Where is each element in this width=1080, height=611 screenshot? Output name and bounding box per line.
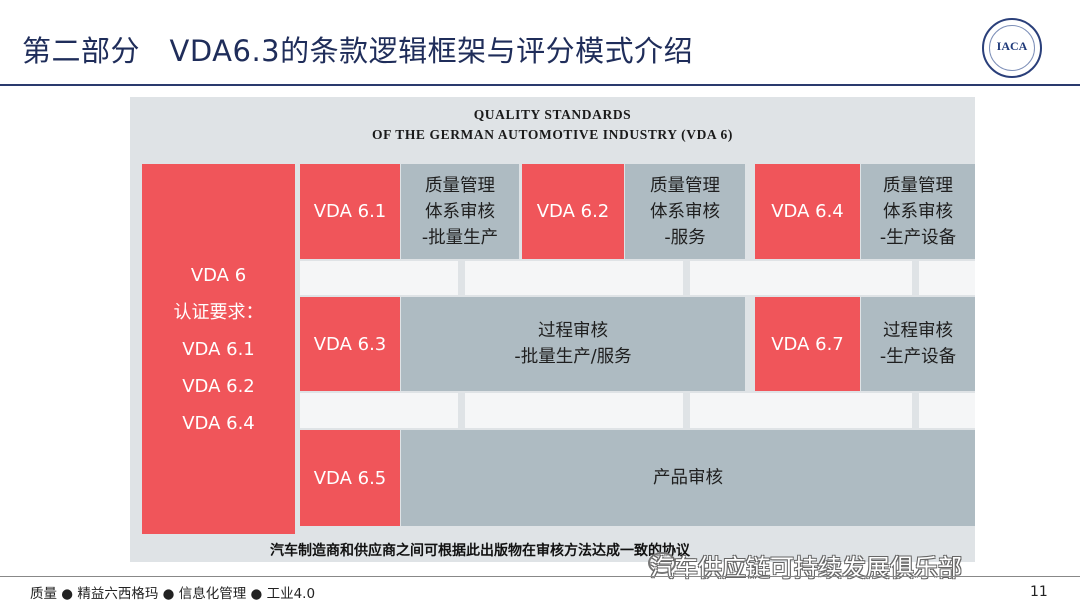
- vda61-code: VDA 6.1: [300, 164, 400, 259]
- desc-line: 体系审核: [425, 201, 495, 222]
- desc-line: -批量生产: [421, 227, 499, 248]
- desc-line: 质量管理: [650, 175, 720, 196]
- vda67-desc: 过程审核 -生产设备: [861, 297, 975, 391]
- diagram-title: QUALITY STANDARDS OF THE GERMAN AUTOMOTI…: [130, 105, 975, 145]
- diagram-note: 汽车制造商和供应商之间可根据此出版物在审核方法达成一致的协议: [270, 543, 690, 559]
- slide-title: 第二部分 VDA6.3的条款逻辑框架与评分模式介绍: [22, 34, 694, 68]
- left-block-line: VDA 6.2: [182, 375, 255, 397]
- header-divider: [0, 84, 1080, 86]
- connector-strip: [300, 393, 458, 428]
- desc-line: 体系审核: [883, 201, 953, 222]
- desc-line: 质量管理: [425, 175, 495, 196]
- wechat-icon: [648, 552, 676, 574]
- desc-line: -生产设备: [879, 227, 957, 248]
- left-block-line: VDA 6.1: [182, 338, 255, 360]
- vda65-code: VDA 6.5: [300, 430, 400, 526]
- vda63-desc: 过程审核 -批量生产/服务: [401, 297, 745, 391]
- desc-line: -批量生产/服务: [514, 347, 632, 367]
- connector-strip: [465, 261, 683, 295]
- footer-divider: [0, 576, 1080, 577]
- footer-text: 质量 ● 精益六西格玛 ● 信息化管理 ● 工业4.0: [30, 586, 316, 602]
- connector-strip: [919, 393, 975, 428]
- connector-strip: [300, 261, 458, 295]
- desc-line: -服务: [664, 227, 706, 248]
- desc-line: 体系审核: [650, 201, 720, 222]
- left-block-line: 认证要求：: [173, 301, 264, 323]
- desc-line: 质量管理: [883, 175, 953, 196]
- vda62-code: VDA 6.2: [522, 164, 624, 259]
- left-block-line: VDA 6: [190, 264, 247, 286]
- page-number: 11: [1030, 584, 1048, 600]
- diagram-title-line2: OF THE GERMAN AUTOMOTIVE INDUSTRY (VDA 6…: [372, 127, 733, 142]
- connector-strip: [690, 261, 912, 295]
- logo-inner-ring: [989, 25, 1035, 71]
- logo-text: IACA: [996, 39, 1028, 53]
- vda64-desc: 质量管理 体系审核 -生产设备: [861, 164, 975, 259]
- vda64-code: VDA 6.4: [755, 164, 860, 259]
- vda62-desc: 质量管理 体系审核 -服务: [625, 164, 745, 259]
- left-block-line: VDA 6.4: [182, 412, 255, 434]
- desc-line: 过程审核: [883, 321, 953, 341]
- iaca-logo: IACA: [982, 18, 1042, 78]
- connector-strip: [465, 393, 683, 428]
- watermark-text: 汽车供应链可持续发展俱乐部: [650, 554, 962, 582]
- vda61-desc: 质量管理 体系审核 -批量生产: [401, 164, 519, 259]
- vda6-certification-block: VDA 6 认证要求： VDA 6.1 VDA 6.2 VDA 6.4: [142, 164, 295, 534]
- vda65-desc: 产品审核: [401, 430, 975, 526]
- connector-strip: [919, 261, 975, 295]
- desc-line: -生产设备: [879, 347, 957, 367]
- vda67-code: VDA 6.7: [755, 297, 860, 391]
- diagram-title-line1: QUALITY STANDARDS: [473, 107, 632, 122]
- connector-strip: [690, 393, 912, 428]
- vda63-code: VDA 6.3: [300, 297, 400, 391]
- vda6-diagram: QUALITY STANDARDS OF THE GERMAN AUTOMOTI…: [130, 97, 975, 562]
- desc-line: 过程审核: [538, 321, 608, 341]
